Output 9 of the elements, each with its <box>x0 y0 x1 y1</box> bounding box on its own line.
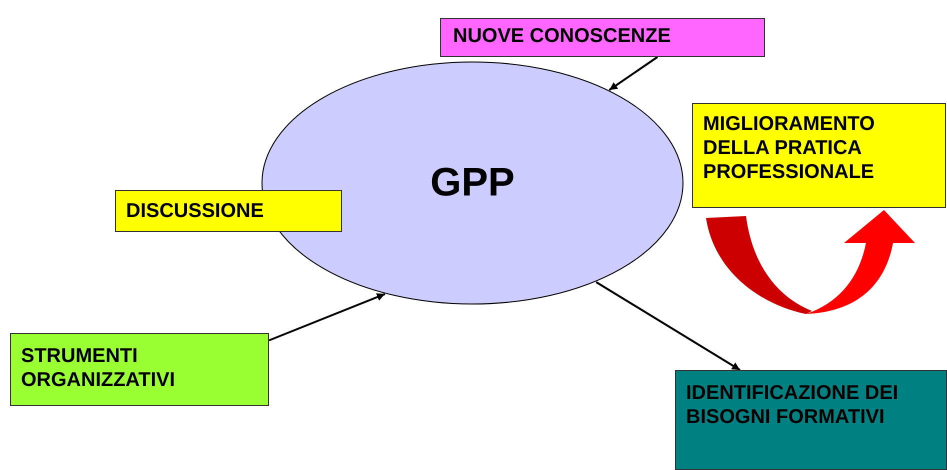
concept-box: NUOVE CONOSCENZE <box>440 18 765 57</box>
concept-box: DISCUSSIONE <box>115 190 342 232</box>
concept-box: STRUMENTI ORGANIZZATIVI <box>10 333 269 406</box>
arrow <box>608 56 658 91</box>
concept-box: IDENTIFICAZIONE DEI BISOGNI FORMATIVI <box>675 370 947 470</box>
arrow <box>596 281 741 371</box>
center-label: GPP <box>429 160 516 206</box>
arrow <box>268 293 386 342</box>
concept-box: MIGLIORAMENTO DELLA PRATICA PROFESSIONALE <box>692 103 946 208</box>
